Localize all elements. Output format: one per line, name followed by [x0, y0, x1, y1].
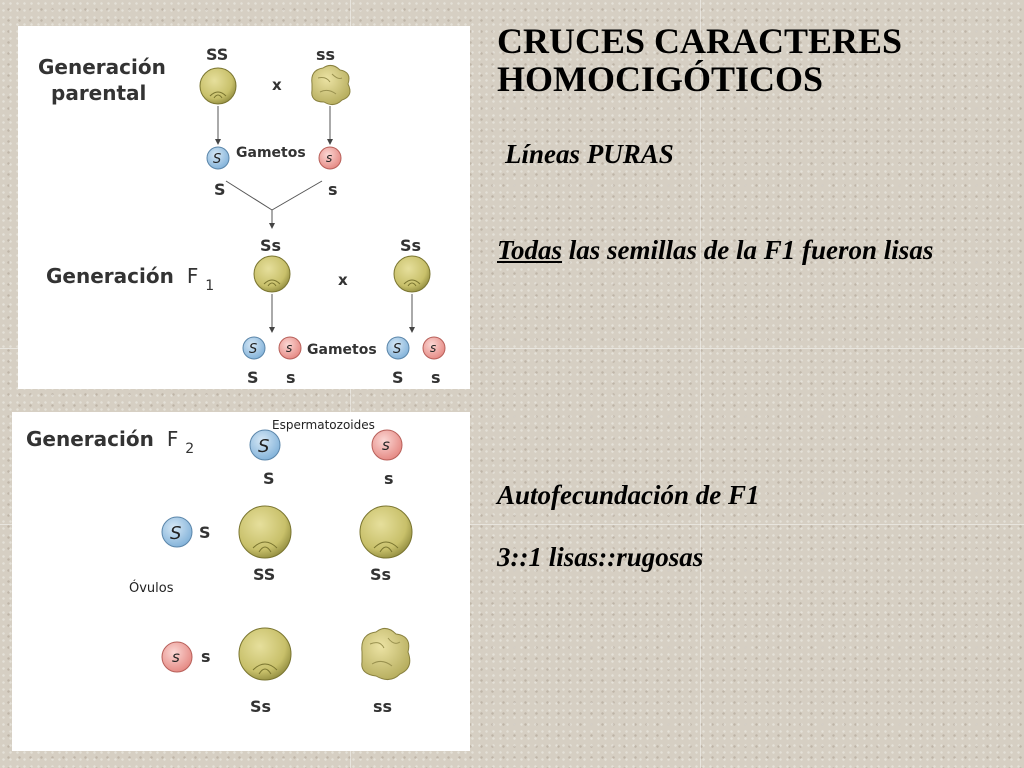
parental-label-line1: Generación [38, 55, 166, 79]
f1-gamete-dominant-label: S [392, 368, 404, 387]
svg-text:s: s [326, 151, 332, 165]
svg-text:s: s [382, 436, 390, 454]
recessive-gamete-icon: s [371, 429, 403, 461]
parent1-genotype: SS [206, 45, 228, 64]
f1-emphasis: Todas [497, 235, 563, 265]
svg-text:S: S [258, 436, 269, 457]
svg-text:S: S [213, 152, 221, 167]
f1-statement: Todas las semillas de la F1 fueron lisas [497, 231, 997, 269]
recessive-gamete-icon: s [318, 146, 342, 170]
selfing-heading: Autofecundación de F1 [497, 480, 760, 510]
subtitle: Líneas PURAS [505, 139, 674, 169]
gametes-label: Gametos [236, 145, 306, 161]
parental-f1-diagram: Generación parental SS ss x S s Gametos … [18, 26, 470, 389]
svg-text:s: s [172, 648, 180, 666]
smooth-seed-icon [238, 505, 292, 559]
sperm-label: Espermatozoides [272, 418, 375, 432]
title-line2: HOMOCIGÓTICOS [497, 59, 824, 99]
dominant-gamete-icon: S [386, 336, 410, 360]
f1-label: Generación F 1 [46, 264, 214, 294]
arrow [271, 180, 323, 211]
ovule-label: Óvulos [129, 580, 174, 596]
cross-symbol: x [338, 271, 348, 289]
f1-gamete-recessive-label: s [431, 368, 441, 387]
dominant-gamete-icon: S [249, 429, 281, 461]
punnett-cell-label: ss [373, 697, 392, 716]
recessive-gamete-icon: s [161, 641, 193, 673]
svg-text:s: s [430, 341, 436, 355]
svg-text:S: S [249, 342, 257, 357]
row-header-dominant: S [199, 523, 211, 542]
row-header-recessive: s [201, 647, 211, 666]
punnett-cell-label: Ss [250, 697, 271, 716]
parent2-genotype: ss [316, 45, 335, 64]
recessive-gamete-icon: s [422, 336, 446, 360]
f1-gamete-dominant-label: S [247, 368, 259, 387]
smooth-seed-icon [393, 255, 431, 293]
f2-punnett-diagram: Generación F 2 Espermatozoides S s S s S… [12, 412, 470, 751]
f1-rest: las semillas de la F1 fueron lisas [562, 235, 934, 265]
punnett-cell-label: Ss [370, 565, 391, 584]
arrow [225, 180, 273, 211]
dominant-gamete-icon: S [206, 146, 230, 170]
dominant-gamete-icon: S [161, 516, 193, 548]
svg-text:S: S [393, 342, 401, 357]
f1-genotype-right: Ss [400, 236, 421, 255]
smooth-seed-icon [199, 67, 237, 105]
svg-text:s: s [286, 341, 292, 355]
cross-symbol: x [272, 76, 282, 94]
recessive-gamete-icon: s [278, 336, 302, 360]
f2-label: Generación F 2 [26, 427, 194, 457]
column-header-recessive: s [384, 469, 394, 488]
punnett-cell-label: SS [253, 565, 275, 584]
f1-gamete-recessive-label: s [286, 368, 296, 387]
gamete-dominant-label: S [214, 180, 226, 199]
gamete-recessive-label: s [328, 180, 338, 199]
slide-title: CRUCES CARACTERES HOMOCIGÓTICOS [497, 22, 1007, 98]
dominant-gamete-icon: S [242, 336, 266, 360]
ratio-text: 3::1 lisas::rugosas [497, 542, 704, 572]
title-line1: CRUCES CARACTERES [497, 21, 903, 61]
wrinkled-seed-icon [311, 64, 351, 106]
smooth-seed-icon [238, 627, 292, 681]
parental-label-line2: parental [51, 81, 146, 105]
gametes-label: Gametos [307, 342, 377, 358]
wrinkled-seed-icon [361, 628, 411, 680]
smooth-seed-icon [253, 255, 291, 293]
f1-genotype-left: Ss [260, 236, 281, 255]
svg-text:S: S [170, 523, 181, 544]
smooth-seed-icon [359, 505, 413, 559]
column-header-dominant: S [263, 469, 275, 488]
